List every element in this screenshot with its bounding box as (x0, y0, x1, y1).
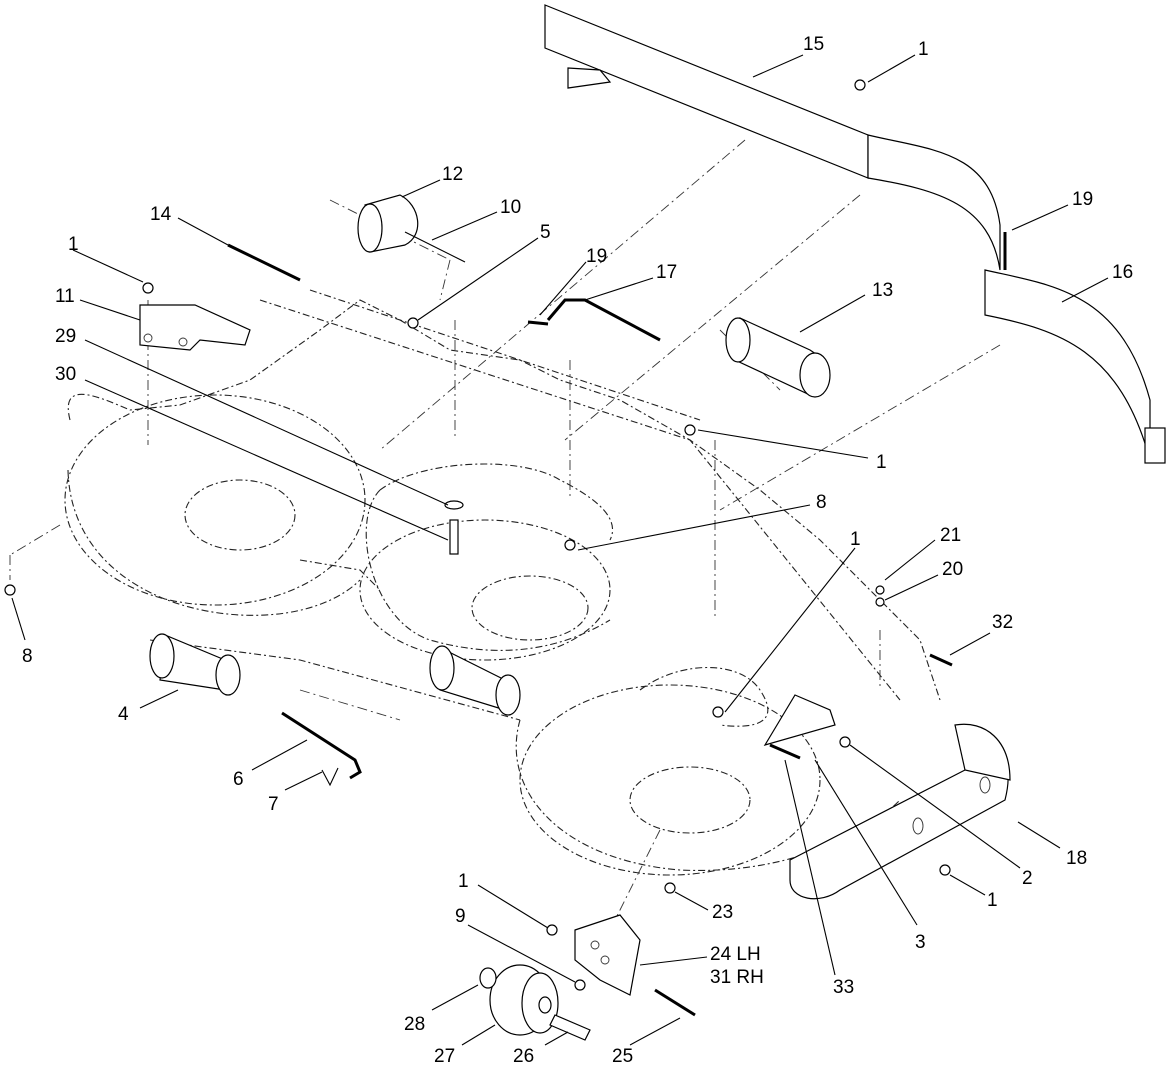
callout-28: 28 (404, 1014, 425, 1035)
callout-2: 2 (1022, 868, 1033, 889)
callout-6: 6 (233, 769, 244, 790)
callout-24-lh: 24 LH (710, 944, 761, 965)
bumper-18 (789, 723, 1011, 900)
caster-bracket-24-31 (574, 914, 641, 996)
roller-13 (725, 317, 831, 398)
axle-26 (549, 1014, 591, 1041)
callout-12: 12 (442, 164, 463, 185)
callout-9: 9 (455, 906, 466, 927)
rod-14 (227, 243, 301, 282)
callout-33: 33 (833, 977, 854, 998)
pin-7 (321, 767, 339, 787)
callout-8: 8 (816, 492, 827, 513)
callout-32: 32 (992, 612, 1013, 633)
callout-7: 7 (268, 794, 279, 815)
callout-8: 8 (22, 646, 33, 667)
spacer-28 (479, 967, 497, 989)
nuts (4, 79, 951, 991)
callout-27: 27 (434, 1046, 455, 1067)
bolt-33 (769, 743, 801, 760)
bolt-25 (654, 988, 696, 1017)
callout-4: 4 (118, 704, 129, 725)
callout-31-rh: 31 RH (710, 967, 764, 988)
callout-19: 19 (1072, 189, 1093, 210)
callout-30: 30 (55, 364, 76, 385)
callout-25: 25 (612, 1046, 633, 1067)
callout-3: 3 (915, 932, 926, 953)
callout-13: 13 (872, 280, 893, 301)
rod-17 (546, 298, 661, 342)
bolt-19-b (527, 320, 549, 326)
callout-5: 5 (540, 222, 551, 243)
leader-lines (11, 54, 1109, 1046)
callout-16: 16 (1112, 262, 1133, 283)
callout-1: 1 (876, 452, 887, 473)
callout-1: 1 (68, 234, 79, 255)
bracket-11 (139, 304, 251, 351)
callout-21: 21 (940, 525, 961, 546)
roller-12 (357, 194, 466, 263)
callout-11: 11 (55, 286, 75, 307)
roller-middle (429, 645, 521, 716)
bolt-30 (444, 500, 464, 555)
callout-20: 20 (942, 559, 963, 580)
callout-23: 23 (712, 902, 733, 923)
wheel-27 (489, 964, 559, 1036)
callout-29: 29 (55, 326, 76, 347)
callout-labels: 15 1 19 16 12 10 14 5 19 17 13 1 11 29 3… (22, 34, 1133, 1067)
bolt-32 (929, 653, 953, 667)
callout-1: 1 (458, 871, 469, 892)
callout-18: 18 (1066, 848, 1087, 869)
callout-10: 10 (500, 197, 521, 218)
callout-1: 1 (850, 529, 861, 550)
callout-14: 14 (150, 204, 172, 225)
plate-2-3 (763, 694, 836, 746)
callout-26: 26 (513, 1046, 534, 1067)
callout-15: 15 (803, 34, 824, 55)
callout-19: 19 (586, 246, 607, 267)
rod-6 (281, 711, 362, 780)
callout-1: 1 (987, 890, 998, 911)
baffle-15 (544, 4, 869, 179)
baffle-16 (867, 134, 1166, 464)
callout-1: 1 (918, 39, 929, 60)
roller-4 (149, 633, 241, 696)
callout-17: 17 (656, 262, 677, 283)
